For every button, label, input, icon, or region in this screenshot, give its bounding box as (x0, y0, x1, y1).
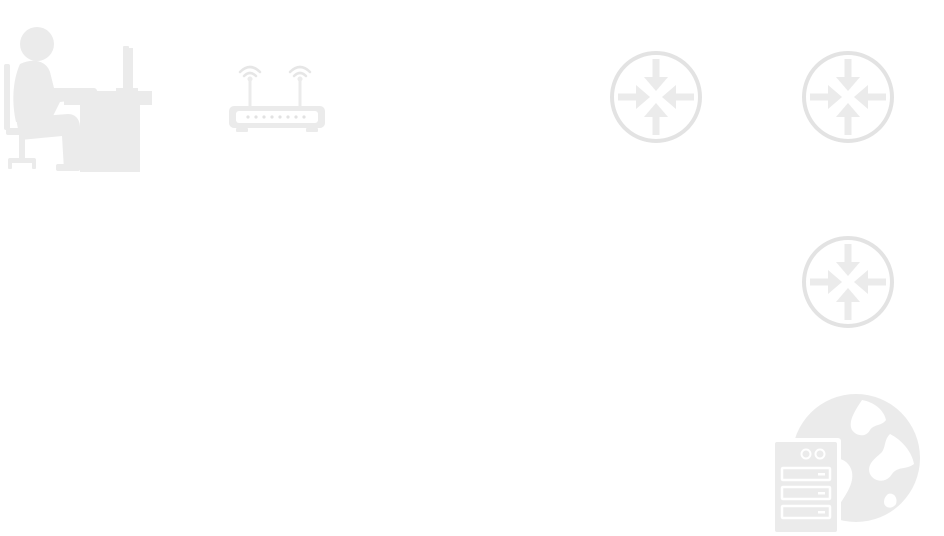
web-server-globe-icon (771, 394, 920, 534)
router-icon (802, 51, 894, 143)
router-icon (610, 51, 702, 143)
person-at-desk-icon (4, 27, 152, 172)
router-icon (802, 236, 894, 328)
wireless-router-icon (229, 65, 325, 132)
